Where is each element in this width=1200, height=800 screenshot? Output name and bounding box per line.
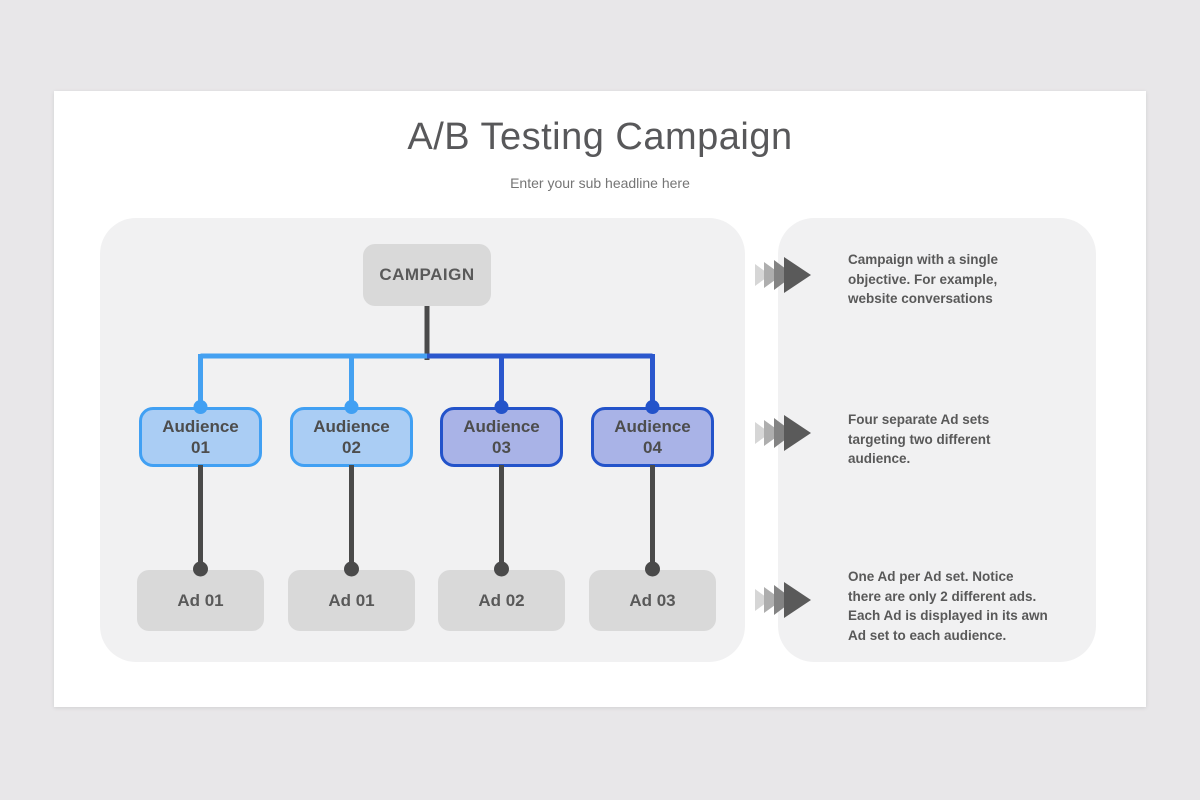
audience-03-name: Audience	[463, 417, 540, 436]
arrow-layer-1	[755, 589, 770, 611]
audience-04-number: 04	[643, 438, 662, 457]
ad-2-label: Ad 01	[328, 590, 375, 610]
slide-subtitle: Enter your sub headline here	[510, 175, 690, 191]
ad-3-label: Ad 02	[478, 590, 525, 610]
arrow-layer-1	[755, 264, 770, 286]
audience-02-number: 02	[342, 438, 361, 457]
ad-node-4: Ad 03	[589, 570, 716, 631]
audience-03-number: 03	[492, 438, 511, 457]
campaign-label: CAMPAIGN	[379, 265, 475, 284]
slide-title: A/B Testing Campaign	[407, 116, 793, 158]
audience-node-03: Audience 03	[440, 407, 563, 467]
slide: A/B Testing Campaign Enter your sub head…	[54, 91, 1146, 707]
ad-node-3: Ad 02	[438, 570, 565, 631]
audience-node-02: Audience 02	[290, 407, 413, 467]
ad-1-label: Ad 01	[177, 590, 224, 610]
arrow-right-icon	[755, 582, 811, 618]
ad-node-2: Ad 01	[288, 570, 415, 631]
arrow-layer-4	[784, 415, 811, 451]
arrow-layer-1	[755, 422, 770, 444]
audience-node-01: Audience 01	[139, 407, 262, 467]
arrow-layer-2	[764, 420, 782, 446]
campaign-node: CAMPAIGN	[363, 244, 491, 306]
annotation-ad-sets: Four separate Ad sets targeting two diff…	[848, 412, 991, 466]
annotation-ads: One Ad per Ad set. Notice there are only…	[848, 569, 1048, 643]
audience-node-04: Audience 04	[591, 407, 714, 467]
ad-node-1: Ad 01	[137, 570, 264, 631]
ad-4-label: Ad 03	[629, 590, 676, 610]
arrow-right-icon	[755, 415, 811, 451]
arrow-layer-2	[764, 262, 782, 288]
audience-04-name: Audience	[614, 417, 691, 436]
annotation-campaign: Campaign with a single objective. For ex…	[848, 252, 999, 306]
arrow-layer-4	[784, 257, 811, 293]
arrow-layer-4	[784, 582, 811, 618]
notes-panel	[778, 218, 1096, 662]
audience-02-name: Audience	[313, 417, 390, 436]
audience-01-number: 01	[191, 438, 210, 457]
arrow-layer-2	[764, 587, 782, 613]
audience-01-name: Audience	[162, 417, 239, 436]
arrow-right-icon	[755, 257, 811, 293]
